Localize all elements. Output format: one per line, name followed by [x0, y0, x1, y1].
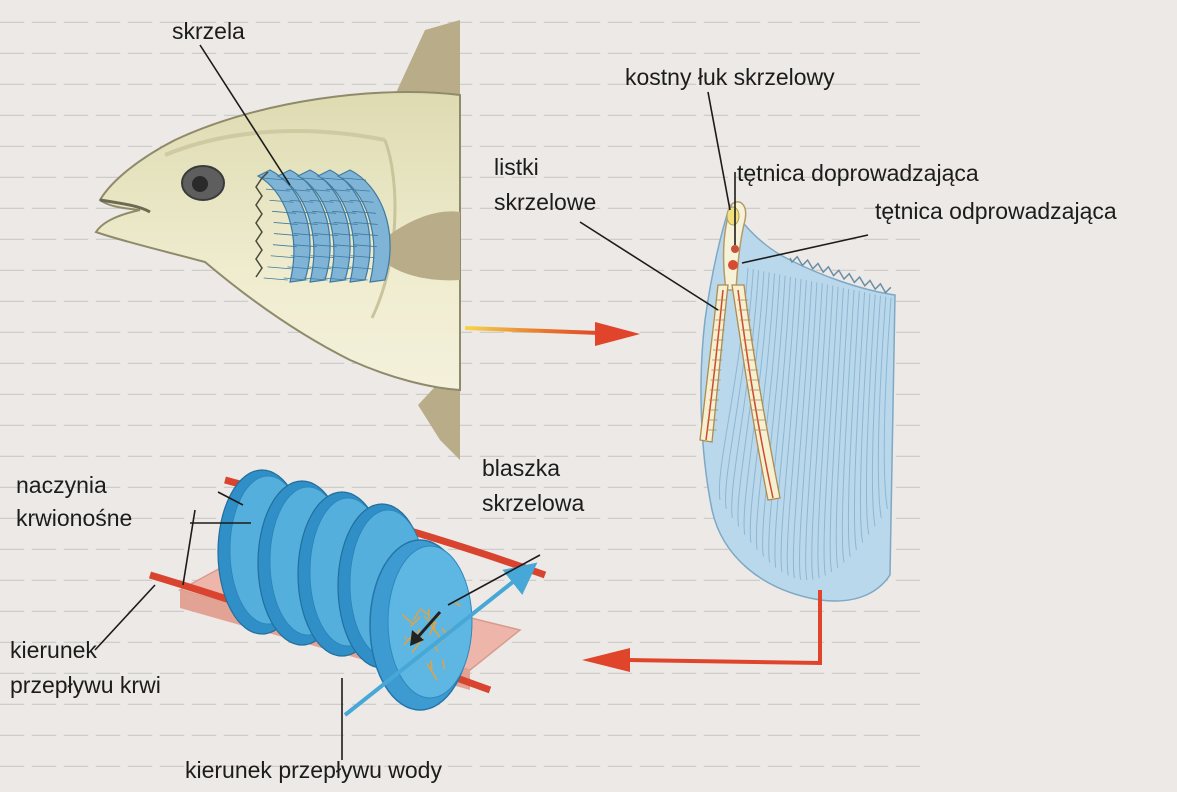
label-kostny-luk: kostny łuk skrzelowy: [625, 64, 835, 91]
label-skrzela: skrzela: [172, 18, 245, 45]
label-tetnica-odprowadzajaca: tętnica odprowadzająca: [875, 198, 1117, 225]
label-kierunek-przeplywu-wody: kierunek przepływu wody: [185, 757, 442, 784]
label-tetnica-doprowadzajaca: tętnica doprowadzająca: [737, 160, 979, 187]
gill-arch: [700, 202, 895, 601]
label-blaszka-skrzelowa: blaszka skrzelowa: [482, 455, 584, 517]
efferent-artery-dot: [728, 260, 738, 270]
label-listki-skrzelowe: listki skrzelowe: [494, 154, 596, 216]
afferent-artery-dot: [731, 245, 739, 253]
label-naczynia-krwionosne: naczynia krwionośne: [16, 472, 132, 532]
label-kierunek-przeplywu-krwi: kierunek przepływu krwi: [10, 637, 161, 699]
arrow-fish-to-arch: [465, 328, 600, 333]
fish-head: [96, 20, 460, 460]
arrow-arch-to-plate: [625, 590, 820, 663]
